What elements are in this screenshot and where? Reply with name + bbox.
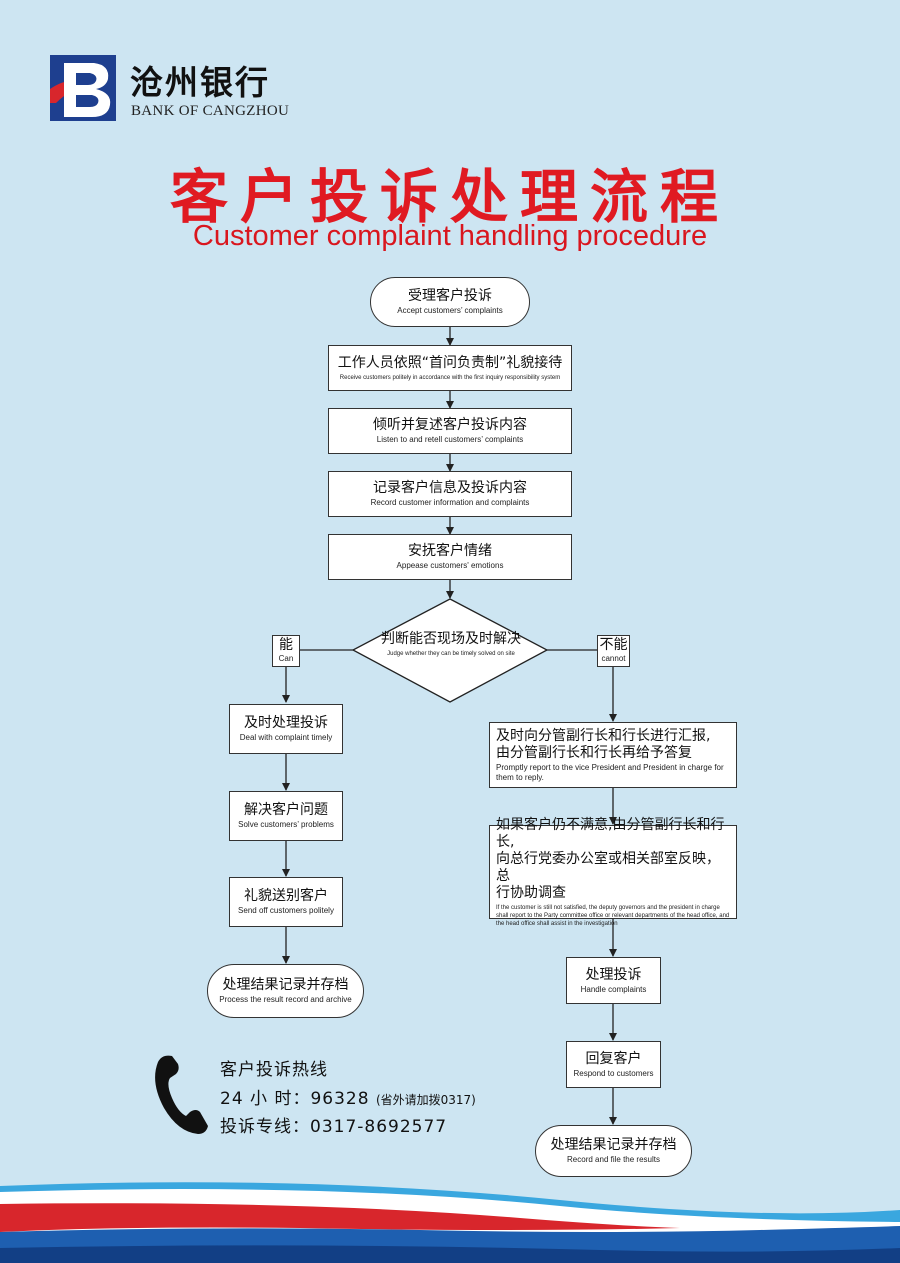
node-label-en: Listen to and retell customers’ complain… [376,435,524,444]
node-label-cn: 受理客户投诉 [408,288,492,304]
flow-right-report-president: 及时向分管副行长和行长进行汇报, 由分管副行长和行长再给予答复 Promptly… [489,722,737,788]
hotline-24h-note: (省外请加拨0317) [375,1093,476,1107]
node-label-cn-line1: 及时向分管副行长和行长进行汇报, [496,727,711,744]
node-label-cn: 安抚客户情绪 [408,543,492,559]
flow-start-accept-complaint: 受理客户投诉 Accept customers’ complaints [370,277,530,327]
phone-handset-icon [155,1055,208,1134]
node-label-en: Record and file the results [567,1155,660,1164]
node-label-en: Accept customers’ complaints [397,306,503,315]
node-label-en: Record customer information and complain… [370,498,530,507]
flow-left-solve-problems: 解决客户问题 Solve customers’ problems [229,791,343,841]
flow-step-appease: 安抚客户情绪 Appease customers' emotions [328,534,572,580]
branch-no-tag: 不能 cannot [597,635,630,667]
hotline-24h: 24 小 时：96328 (省外请加拨0317) [220,1084,476,1109]
hotline-24h-number: 96328 [310,1089,370,1109]
hotline-complaint-number: 0317-8692577 [310,1117,448,1137]
flow-right-escalate-head-office: 如果客户仍不满意,由分管副行长和行长, 向总行党委办公室或相关部室反映，总 行协… [489,817,737,927]
node-label-cn: 处理结果记录并存档 [550,1137,677,1153]
flow-right-respond-customers: 回复客户 Respond to customers [566,1041,661,1088]
node-label-en: Solve customers’ problems [238,820,334,829]
hotline-complaint-line: 投诉专线：0317-8692577 [220,1112,447,1137]
decision-diamond [351,598,549,703]
flow-step-receive-politely: 工作人员依照“首问负责制”礼貌接待 Receive customers poli… [328,345,572,391]
flow-right-end-record-file: 处理结果记录并存档 Record and file the results [535,1125,692,1177]
bank-of-cangzhou-logo [50,55,116,121]
node-label-cn: 处理投诉 [585,966,642,983]
flow-left-end-archive: 处理结果记录并存档 Process the result record and … [207,964,364,1018]
branch-yes-cn: 能 [279,637,293,653]
branch-no-en: cannot [601,654,626,663]
bank-name-en: BANK OF CANGZHOU [131,103,290,119]
branch-yes-tag: 能 Can [272,635,300,667]
hotline-title: 客户投诉热线 [220,1060,328,1080]
decision-label: 判断能否现场及时解决 Judge whether they can be tim… [355,631,547,658]
node-label-cn: 工作人员依照“首问负责制”礼貌接待 [337,354,563,371]
node-label-cn: 回复客户 [585,1050,642,1067]
node-label-cn: 解决客户问题 [244,802,328,818]
flow-step-listen-retell: 倾听并复述客户投诉内容 Listen to and retell custome… [328,408,572,454]
node-label-cn: 及时处理投诉 [244,715,328,731]
node-label-en: Respond to customers [573,1068,654,1078]
node-label-cn-line2: 向总行党委办公室或相关部室反映，总 [496,850,720,884]
node-label-en: Promptly report to the vice President an… [496,762,724,782]
hotline-complaint-label: 投诉专线： [220,1117,310,1137]
bottom-wave-decoration [0,1182,900,1263]
flow-left-send-off: 礼貌送别客户 Send off customers politely [229,877,343,927]
node-label-en: Process the result record and archive [219,995,352,1004]
node-label-cn: 记录客户信息及投诉内容 [373,480,527,496]
node-label-en: If the customer is still not satisfied, … [496,904,730,927]
decision-label-en: Judge whether they can be timely solved … [387,651,515,657]
node-label-en: Handle complaints [580,984,647,994]
node-label-en: Send off customers politely [238,906,334,915]
node-label-cn: 礼貌送别客户 [244,888,328,904]
bank-name-cn: 沧州银行 [130,63,270,102]
node-label-cn: 处理结果记录并存档 [222,977,349,993]
hotline-24h-label: 24 小 时： [220,1089,311,1109]
branch-yes-en: Can [278,654,294,663]
node-label-cn: 倾听并复述客户投诉内容 [373,417,527,433]
node-label-en: Appease customers' emotions [396,561,504,570]
node-label-en: Deal with complaint timely [239,733,333,742]
page-title-cn: 客户投诉处理流程 [169,163,730,231]
decision-label-cn: 判断能否现场及时解决 [381,631,521,647]
node-label-en: Receive customers politely in accordance… [339,374,561,381]
node-label-cn-line2: 由分管副行长和行长再给予答复 [496,744,692,761]
page-title-en: Customer complaint handling procedure [192,220,708,252]
flow-left-deal-timely: 及时处理投诉 Deal with complaint timely [229,704,343,754]
node-label-cn-line3: 行协助调查 [496,884,566,901]
branch-no-cn: 不能 [599,637,628,653]
node-label-cn-line1: 如果客户仍不满意,由分管副行长和行长, [496,816,725,850]
flow-right-handle-complaints: 处理投诉 Handle complaints [566,957,661,1004]
flow-step-record-info: 记录客户信息及投诉内容 Record customer information … [328,471,572,517]
